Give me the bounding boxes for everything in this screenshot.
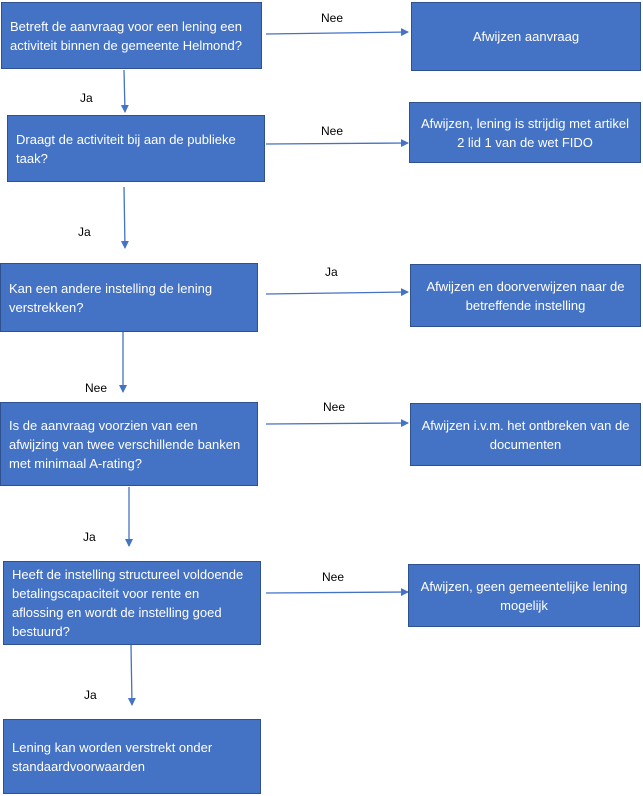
label-q1-down: Ja [80,91,93,105]
question-text-3: Kan een andere instelling de lening vers… [9,280,213,315]
label-q4-side: Nee [323,400,346,414]
arrow-q4-to-outcome4 [265,419,409,428]
question-box-2: Draagt de activiteit bij aan de publieke… [7,115,265,182]
question-text-1: Betreft de aanvraag voor een lening een … [10,18,243,53]
outcome-text-4: Afwijzen i.v.m. het ontbreken van de doc… [421,417,630,452]
label-q4-down: Ja [83,530,96,544]
arrow-q3-to-outcome3 [265,288,409,297]
question-text-2: Draagt de activiteit bij aan de publieke… [16,131,236,166]
outcome-box-5: Afwijzen, geen gemeentelijke lening moge… [408,564,640,627]
arrow-q5-to-final [127,644,136,706]
final-box: Lening kan worden verstrekt onder standa… [3,719,261,794]
question-text-5: Heeft de instelling structureel voldoend… [12,567,244,639]
arrow-q2-to-q3 [120,186,129,249]
question-text-4: Is de aanvraag voorzien van een afwijzin… [9,417,241,471]
outcome-box-4: Afwijzen i.v.m. het ontbreken van de doc… [410,403,641,466]
label-q2-down: Ja [78,225,91,239]
outcome-box-3: Afwijzen en doorverwijzen naar de betref… [410,264,641,327]
outcome-text-5: Afwijzen, geen gemeentelijke lening moge… [420,578,628,613]
arrow-q1-to-q2 [120,69,129,113]
label-q5-side: Nee [322,570,345,584]
question-box-5: Heeft de instelling structureel voldoend… [3,561,261,645]
outcome-text-2: Afwijzen, lening is strijdig met artikel… [420,115,630,150]
final-text: Lening kan worden verstrekt onder standa… [12,739,213,774]
outcome-text-1: Afwijzen aanvraag [472,29,580,44]
question-box-1: Betreft de aanvraag voor een lening een … [1,2,262,69]
label-q2-side: Nee [321,124,344,138]
label-q1-side: Nee [321,11,344,25]
arrow-q2-to-outcome2 [265,139,409,148]
label-q5-down: Ja [84,688,97,702]
outcome-box-1: Afwijzen aanvraag [411,2,641,71]
question-box-3: Kan een andere instelling de lening vers… [0,263,258,332]
question-box-4: Is de aanvraag voorzien van een afwijzin… [0,402,258,486]
outcome-box-2: Afwijzen, lening is strijdig met artikel… [409,102,641,163]
label-q3-down: Nee [85,381,108,395]
label-q3-side: Ja [325,265,338,279]
outcome-text-3: Afwijzen en doorverwijzen naar de betref… [426,278,625,313]
arrow-q5-to-outcome5 [265,588,409,597]
arrow-q1-to-outcome1 [265,28,409,37]
